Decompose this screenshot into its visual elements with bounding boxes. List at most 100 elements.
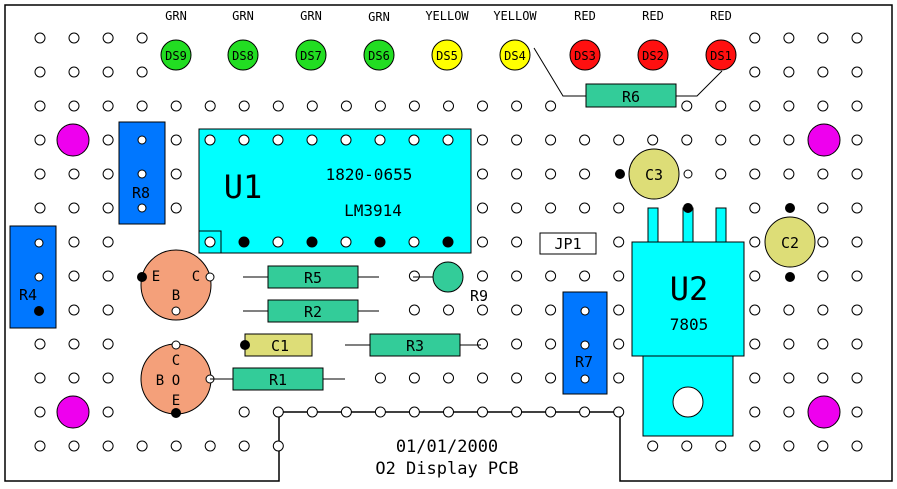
board-hole [749, 304, 761, 316]
board-hole [545, 100, 557, 112]
resistor-label: R6 [622, 88, 640, 106]
board-hole [68, 100, 80, 112]
board-title: O2 Display PCB [375, 459, 518, 479]
led-color-label: GRN [165, 9, 187, 23]
board-hole [68, 270, 80, 282]
capacitor-label: C1 [271, 337, 289, 355]
board-hole [102, 168, 114, 180]
jumper-jp1: JP1 [539, 232, 597, 255]
board-hole [477, 202, 488, 214]
board-hole [102, 134, 114, 146]
board-hole [579, 134, 591, 146]
pin-label: C [192, 269, 200, 285]
board-hole [102, 304, 114, 316]
capacitor-c3: C3 [615, 148, 693, 200]
board-hole [34, 32, 46, 44]
led-ds1: DS1 [705, 39, 737, 71]
transistor-lower: C B O E [140, 340, 215, 418]
board-hole [749, 270, 761, 282]
u1-pin [306, 134, 318, 146]
mounting-hole [807, 395, 841, 429]
board-hole [136, 440, 148, 452]
board-hole [136, 66, 148, 78]
board-hole [613, 270, 625, 282]
board-hole [340, 100, 352, 112]
resistor-r7: R7 [562, 291, 608, 395]
led-ds6: DS6 [363, 39, 395, 71]
led-color-label: RED [574, 9, 596, 23]
board-hole [102, 100, 114, 112]
board-hole [374, 372, 386, 384]
board-hole [102, 372, 114, 384]
board-hole [817, 372, 829, 384]
board-hole [443, 406, 454, 418]
board-hole [545, 134, 557, 146]
board-hole [170, 134, 182, 146]
board-hole [34, 168, 46, 180]
resistor-r9: R9 [413, 261, 488, 305]
board-hole [511, 168, 523, 180]
u1-pin [408, 236, 420, 248]
board-hole [715, 168, 727, 180]
board-hole [408, 100, 420, 112]
board-hole [102, 236, 114, 248]
board-hole [851, 66, 863, 78]
board-hole [68, 66, 80, 78]
board-hole [817, 338, 829, 350]
board-hole [443, 372, 454, 384]
board-hole [477, 304, 488, 316]
led-ds3: DS3 [569, 39, 601, 71]
led-color-label: RED [642, 9, 664, 23]
board-hole [579, 406, 591, 418]
board-hole [170, 202, 182, 214]
led-color-label: RED [710, 9, 732, 23]
board-hole [783, 168, 795, 180]
board-hole [511, 304, 523, 316]
pin-label: B [172, 288, 180, 304]
led-label: DS7 [300, 49, 322, 63]
board-hole [749, 32, 761, 44]
board-hole [681, 440, 693, 452]
board-hole [613, 304, 625, 316]
board-hole [374, 406, 386, 418]
board-hole [477, 168, 488, 180]
board-hole [68, 202, 80, 214]
led-ds8: DS8 [227, 39, 259, 71]
resistor-label: R9 [470, 287, 488, 305]
board-hole [238, 440, 250, 452]
board-hole [272, 406, 284, 418]
board-hole [613, 406, 625, 418]
board-hole [749, 372, 761, 384]
u1-pin [238, 236, 250, 248]
board-hole [681, 100, 693, 112]
board-hole [477, 134, 488, 146]
board-hole [136, 100, 148, 112]
board-hole [783, 338, 795, 350]
led-color-label: YELLOW [425, 9, 469, 23]
board-hole [34, 406, 46, 418]
board-hole [817, 66, 829, 78]
board-hole [851, 202, 863, 214]
board-hole [374, 100, 386, 112]
board-hole [34, 66, 46, 78]
led-label: DS1 [710, 49, 732, 63]
board-hole [817, 304, 829, 316]
board-hole [545, 406, 557, 418]
led-color-label: YELLOW [493, 9, 537, 23]
led-color-labels: GRN GRN GRN GRN YELLOW YELLOW RED RED RE… [165, 9, 732, 24]
board-hole [817, 440, 829, 452]
u1-pin [374, 236, 386, 248]
pin-label: B [156, 373, 164, 389]
mounting-hole [56, 395, 90, 429]
board-hole [34, 338, 46, 350]
board-hole [102, 202, 114, 214]
u1-pin [442, 236, 454, 248]
capacitor-c1: C1 [240, 333, 313, 357]
chip-u1: U1 1820-0655 LM3914 [198, 128, 472, 254]
u2-ref-label: U2 [670, 270, 709, 308]
board-hole [477, 270, 488, 282]
board-hole [102, 32, 114, 44]
u1-pin [408, 134, 420, 146]
board-hole [170, 100, 182, 112]
